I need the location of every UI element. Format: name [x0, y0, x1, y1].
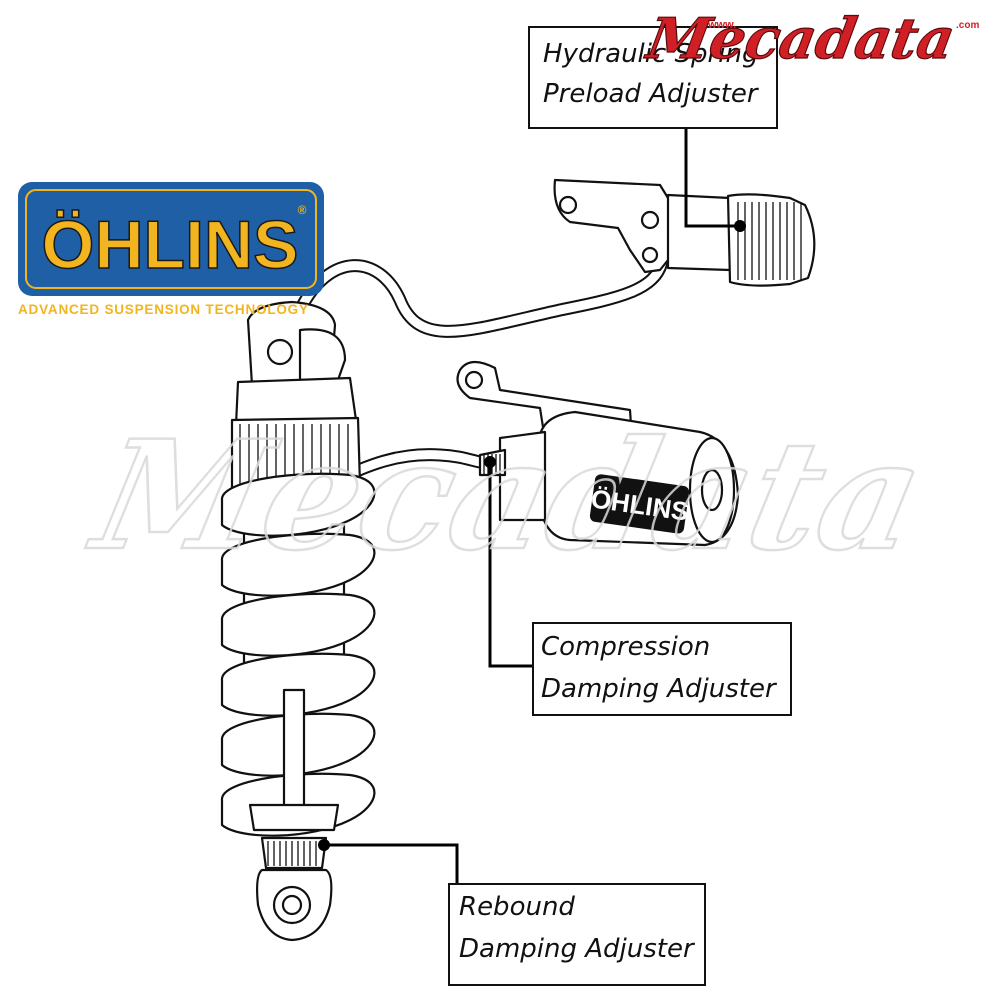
compression-label-line2: Damping Adjuster — [541, 674, 778, 704]
logo-brand-text: ÖHLINS — [42, 207, 299, 283]
top-watermark-prefix: www. — [707, 19, 736, 31]
hydraulic-preload-adjuster — [553, 178, 816, 287]
callout-rebound: Rebound Damping Adjuster — [448, 883, 706, 986]
compression-label-line1: Compression — [541, 632, 710, 662]
leader-lines — [318, 128, 746, 885]
rebound-label-line2: Damping Adjuster — [459, 934, 696, 964]
logo-tagline: ADVANCED SUSPENSION TECHNOLOGY — [18, 302, 309, 317]
mecadata-center-watermark: Mecadata — [76, 406, 939, 585]
shock-absorber — [220, 300, 376, 942]
preload-label-line2: Preload Adjuster — [543, 79, 760, 109]
ohlins-logo: ÖHLINS ® ADVANCED SUSPENSION TECHNOLOGY — [18, 182, 324, 317]
callout-preload: Hydraulic Spring Preload Adjuster — [528, 26, 778, 129]
preload-label-line1: Hydraulic Spring — [543, 39, 758, 69]
mecadata-top-logo: Mecadata www. .com — [640, 6, 979, 73]
callout-compression: Compression Damping Adjuster — [532, 622, 792, 716]
compression-reservoir: ÖHLINS — [456, 360, 740, 547]
logo-registered: ® — [298, 203, 307, 217]
center-watermark-text: Mecadata — [77, 408, 938, 584]
top-watermark-name: Mecadata — [641, 6, 960, 71]
preload-adjuster-knob — [726, 193, 816, 287]
top-watermark-suffix: .com — [956, 20, 979, 31]
rebound-label-line1: Rebound — [459, 892, 575, 922]
